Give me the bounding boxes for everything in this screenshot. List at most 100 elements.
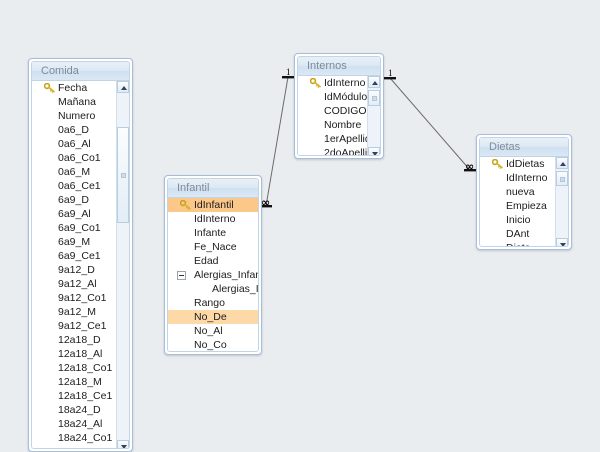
field-row[interactable]: 2doApellido (298, 146, 371, 156)
field-name: No_De (194, 311, 227, 323)
field-row[interactable]: IdInterno (298, 76, 371, 90)
field-row[interactable]: CODIGO (298, 104, 371, 118)
field-name: 1erApellido (324, 133, 371, 145)
field-name: Mañana (58, 96, 96, 108)
field-row[interactable]: 9a12_Al (32, 277, 120, 291)
field-row[interactable]: 12a18_Ce1 (32, 389, 120, 403)
field-row[interactable]: 9a12_Ce1 (32, 319, 120, 333)
field-name: IdInfantil (194, 199, 234, 211)
field-row[interactable]: 6a9_Al (32, 207, 120, 221)
scroll-down-button[interactable] (117, 440, 129, 448)
field-name: 2doApellido (324, 147, 371, 156)
field-name: No_Co (194, 339, 227, 351)
scroll-up-button[interactable] (368, 76, 380, 88)
field-row[interactable]: Dieta (480, 241, 559, 246)
table-title-infantil[interactable]: Infantil (168, 179, 258, 198)
field-row[interactable]: 0a6_Ce1 (32, 179, 120, 193)
field-row[interactable]: Infante (168, 226, 258, 240)
chevron-down-icon (121, 445, 127, 448)
field-row[interactable]: 1erApellido (298, 132, 371, 146)
chevron-down-icon (372, 152, 378, 155)
field-name: 0a6_Co1 (58, 152, 101, 164)
cardinality-label-many-internos-dietas: ∞ (465, 160, 475, 173)
scroll-thumb[interactable] (556, 171, 568, 186)
relationship-line-internos-infantil[interactable] (265, 76, 289, 207)
field-row[interactable]: No_Al (168, 324, 258, 338)
field-row[interactable]: No_Co (168, 338, 258, 351)
table-title-dietas[interactable]: Dietas (480, 138, 568, 157)
scroll-thumb[interactable] (368, 90, 380, 106)
field-name: No_Al (194, 325, 223, 337)
scroll-thumb-grip (372, 96, 377, 101)
field-row[interactable]: 9a12_M (32, 305, 120, 319)
vertical-scrollbar-comida[interactable] (116, 81, 129, 448)
field-row[interactable]: 0a6_Al (32, 137, 120, 151)
scroll-down-button[interactable] (368, 147, 380, 155)
table-title-comida[interactable]: Comida (32, 62, 129, 81)
field-row[interactable]: IdInfantil (168, 198, 258, 212)
field-row[interactable]: IdMódulo (298, 90, 371, 104)
field-row[interactable]: No_De (168, 310, 258, 324)
field-row[interactable]: DAnt (480, 227, 559, 241)
field-row[interactable]: 12a18_Al (32, 347, 120, 361)
field-row[interactable]: Fecha (32, 81, 120, 95)
field-row[interactable]: 6a9_D (32, 193, 120, 207)
field-row[interactable]: Nombre (298, 118, 371, 132)
field-row[interactable]: 9a12_D (32, 263, 120, 277)
field-row[interactable]: Mañana (32, 95, 120, 109)
relationship-line-internos-dietas[interactable] (389, 77, 471, 171)
field-row[interactable]: Alergias_Infantil. (168, 282, 258, 296)
field-list-dietas[interactable]: IdDietasIdInternonuevaEmpiezaInicioDAntD… (480, 157, 568, 246)
field-name: IdInterno (506, 172, 548, 184)
field-list-internos[interactable]: IdInternoIdMóduloCODIGONombre1erApellido… (298, 76, 380, 156)
field-row[interactable]: Rango (168, 296, 258, 310)
field-name: 0a6_Al (58, 138, 91, 150)
field-row[interactable]: 18a24_Co1 (32, 431, 120, 445)
field-row[interactable]: Edad (168, 254, 258, 268)
field-row[interactable]: 12a18_D (32, 333, 120, 347)
field-row[interactable]: 0a6_M (32, 165, 120, 179)
field-row[interactable]: 18a24_Al (32, 417, 120, 431)
scroll-down-button[interactable] (556, 238, 568, 246)
field-row[interactable]: Alergias_Infantil (168, 268, 258, 282)
field-row[interactable]: 12a18_M (32, 375, 120, 389)
field-name: 6a9_Al (58, 208, 91, 220)
field-name: 12a18_Ce1 (58, 390, 113, 402)
field-row[interactable]: Empieza (480, 199, 559, 213)
field-row[interactable]: IdInterno (480, 171, 559, 185)
field-row[interactable]: 12a18_Co1 (32, 361, 120, 375)
field-row[interactable]: 0a6_D (32, 123, 120, 137)
vertical-scrollbar-dietas[interactable] (555, 157, 568, 246)
field-name: Fecha (58, 82, 88, 94)
field-row[interactable]: Fe_Nace (168, 240, 258, 254)
field-row[interactable]: 6a9_Ce1 (32, 249, 120, 263)
scroll-up-button[interactable] (117, 81, 129, 93)
field-name: Empieza (506, 200, 547, 212)
field-row[interactable]: 18a24_M (32, 445, 120, 448)
table-title-internos[interactable]: Internos (298, 57, 380, 76)
field-row[interactable]: Inicio (480, 213, 559, 227)
scroll-track[interactable] (556, 169, 568, 238)
field-row[interactable]: IdInterno (168, 212, 258, 226)
field-row[interactable]: Numero (32, 109, 120, 123)
scroll-thumb[interactable] (117, 127, 129, 223)
collapse-toggle-icon[interactable] (177, 271, 186, 280)
field-name: DAnt (506, 228, 530, 240)
field-row[interactable]: 0a6_Co1 (32, 151, 120, 165)
field-name: 9a12_M (58, 306, 96, 318)
scroll-up-button[interactable] (556, 157, 568, 169)
field-row[interactable]: 6a9_Co1 (32, 221, 120, 235)
field-row[interactable]: 9a12_Co1 (32, 291, 120, 305)
field-row[interactable]: nueva (480, 185, 559, 199)
field-row[interactable]: 6a9_M (32, 235, 120, 249)
field-row[interactable]: 18a24_D (32, 403, 120, 417)
field-row[interactable]: IdDietas (480, 157, 559, 171)
vertical-scrollbar-internos[interactable] (367, 76, 380, 155)
